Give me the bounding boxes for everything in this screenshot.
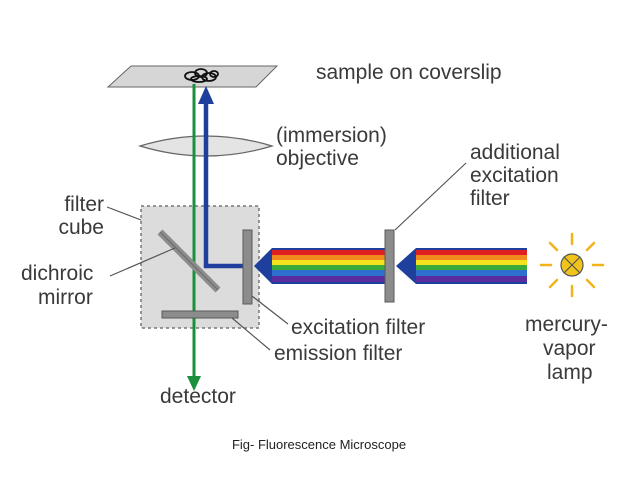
label-additional-line3: filter [470,187,510,210]
sun-icon [539,232,605,298]
label-lamp-line3: lamp [547,361,593,384]
label-excitation-filter: excitation filter [291,316,426,339]
label-objective-line1: (immersion) [276,124,387,147]
label-filter-cube-line2: cube [58,216,104,239]
label-dichroic-line2: mirror [38,286,93,309]
label-sample: sample on coverslip [316,61,502,84]
excitation-beam-inner [254,248,386,284]
excitation-beam-outer [396,248,527,284]
label-emission-filter: emission filter [274,342,403,365]
specimen-icon [184,68,219,83]
label-additional-line1: additional [470,141,560,164]
excitation-light-path [203,100,244,269]
label-objective-line2: objective [276,147,359,170]
label-detector: detector [160,385,236,408]
additional-filter-shape [384,229,395,303]
label-filter-cube-line1: filter [64,193,104,216]
excitation-filter-shape [242,229,253,305]
label-lamp-line2: vapor [543,337,596,360]
emission-arrowhead [187,376,201,391]
label-additional-line2: excitation [470,164,559,187]
emission-filter-shape [161,310,239,319]
excitation-arrowhead [198,86,214,104]
figure-caption: Fig- Fluorescence Microscope [231,437,407,452]
label-dichroic-line1: dichroic [21,262,94,285]
label-lamp-line1: mercury- [525,313,608,336]
leader-lines [106,162,467,351]
